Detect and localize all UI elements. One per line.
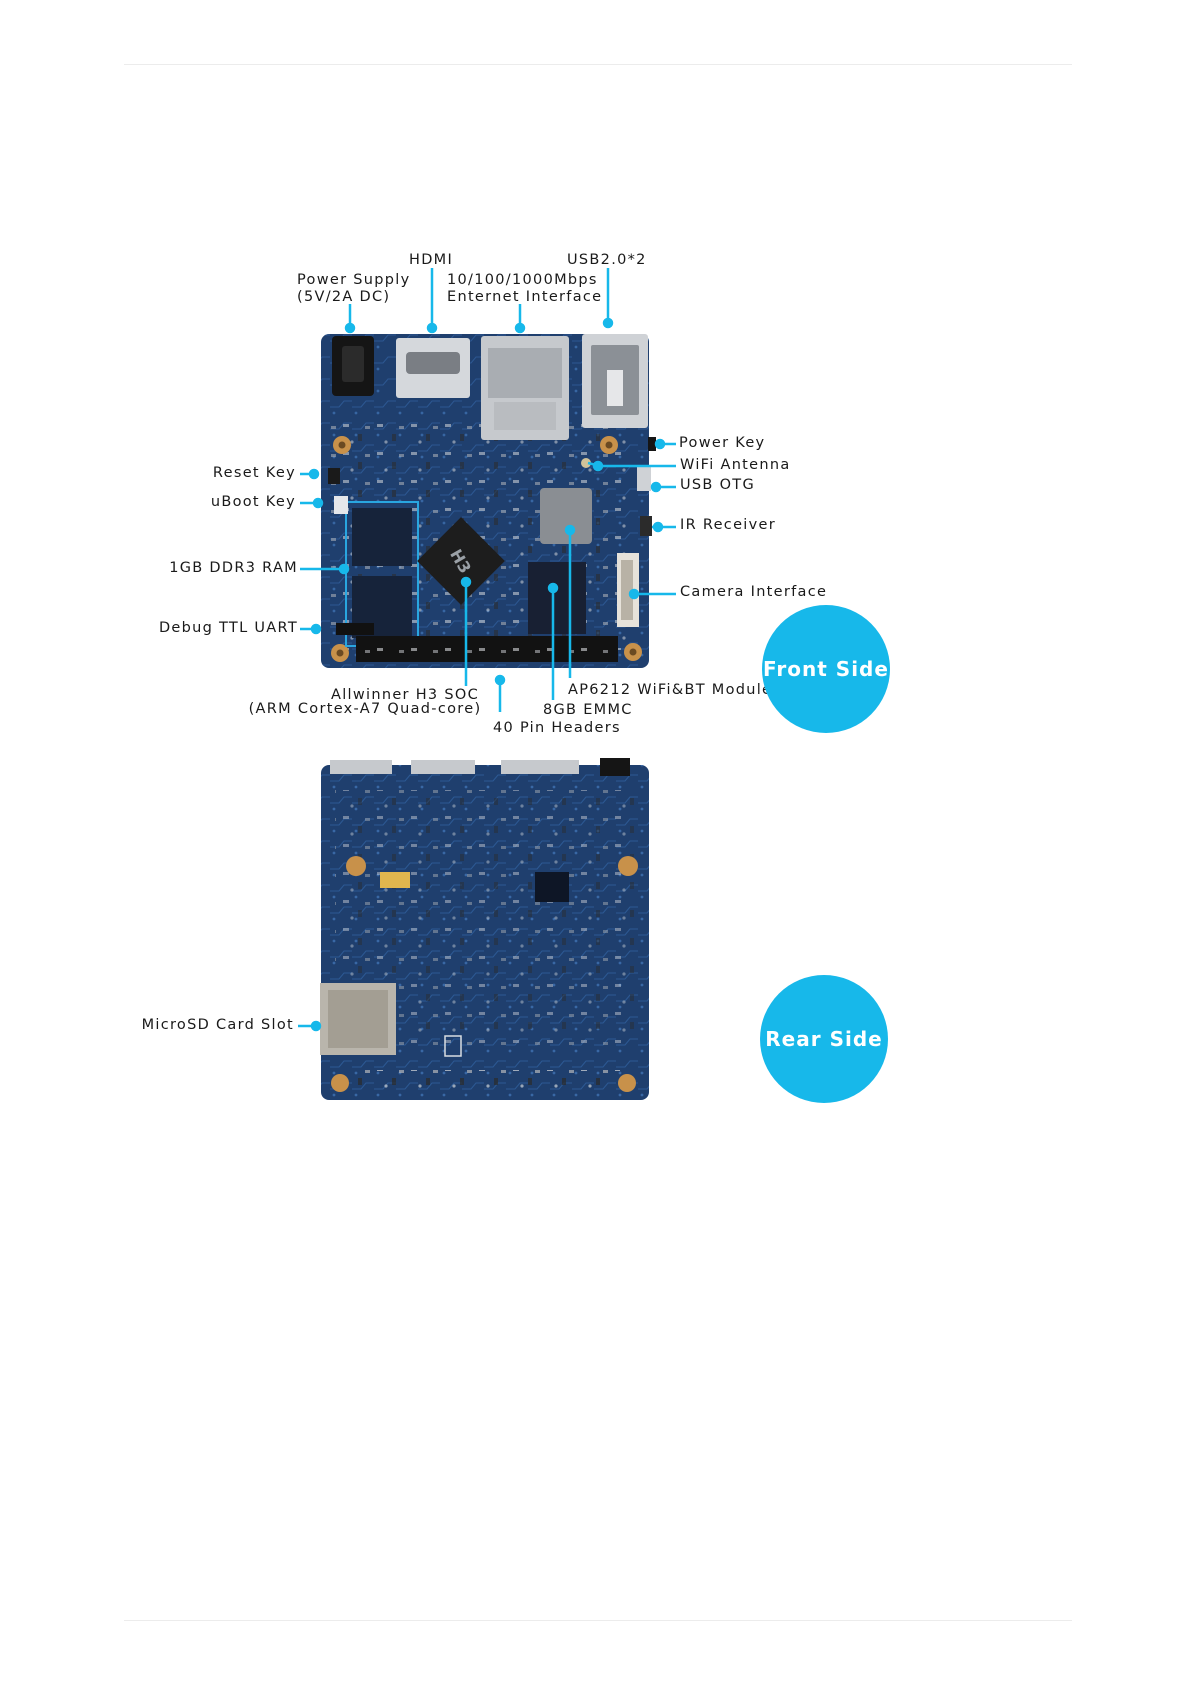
power-jack-socket bbox=[342, 346, 364, 382]
label-reset-key: Reset Key bbox=[212, 465, 296, 481]
label-debug-uart: Debug TTL UART bbox=[158, 620, 298, 636]
rear-capacitor bbox=[380, 872, 410, 888]
top-rule bbox=[124, 64, 1072, 65]
label-ram: 1GB DDR3 RAM bbox=[169, 560, 298, 576]
label-wifi-bt: AP6212 WiFi&BT Module bbox=[568, 682, 773, 698]
leader-lines bbox=[298, 268, 676, 1032]
hdmi-port-opening bbox=[406, 352, 460, 374]
front-board: H3 bbox=[321, 334, 656, 668]
label-microsd: MicroSD Card Slot bbox=[141, 1017, 294, 1033]
uart-header bbox=[336, 623, 374, 635]
wifi-antenna-connector bbox=[581, 458, 591, 468]
power-key-part bbox=[648, 437, 656, 451]
rear-ic bbox=[535, 872, 569, 902]
rear-hole-2 bbox=[618, 856, 638, 876]
rear-hole-3 bbox=[331, 1074, 349, 1092]
mount-hole-tl-inner bbox=[338, 441, 346, 449]
pin-header-pins bbox=[360, 640, 614, 658]
usb-port-tongue bbox=[607, 370, 623, 406]
ethernet-port-face bbox=[488, 348, 562, 398]
label-soc-2: (ARM Cortex-A7 Quad-core) bbox=[248, 701, 482, 717]
usb-otg-part bbox=[637, 467, 651, 491]
front-side-badge: Front Side bbox=[762, 605, 890, 733]
emmc-chip bbox=[528, 562, 586, 634]
mount-hole-br-inner bbox=[629, 648, 637, 656]
label-hdmi: HDMI bbox=[409, 252, 454, 268]
rear-hole-1 bbox=[346, 856, 366, 876]
label-pin-headers: 40 Pin Headers bbox=[493, 720, 621, 736]
camera-connector-slot bbox=[621, 560, 633, 620]
rear-board bbox=[320, 758, 649, 1100]
label-ethernet-1: 10/100/1000Mbps bbox=[447, 272, 598, 288]
label-soc-1: Allwinner H3 SOC bbox=[330, 687, 479, 703]
ram-chip-1 bbox=[352, 508, 412, 566]
rear-pin-row bbox=[358, 1070, 620, 1088]
label-uboot-key: uBoot Key bbox=[210, 494, 296, 510]
wifi-module bbox=[540, 488, 592, 544]
rear-usb-edge bbox=[330, 760, 392, 774]
soc-chip-group: H3 bbox=[417, 517, 505, 605]
label-power-supply-2: (5V/2A DC) bbox=[297, 289, 391, 305]
label-ethernet-2: Enternet Interface bbox=[447, 289, 603, 305]
rear-hdmi-edge bbox=[411, 760, 475, 774]
rear-hole-4 bbox=[618, 1074, 636, 1092]
ethernet-port-detail bbox=[494, 402, 556, 430]
reset-key-part bbox=[328, 468, 340, 484]
label-power-key: Power Key bbox=[679, 435, 766, 451]
ir-receiver-part bbox=[640, 516, 652, 536]
label-power-supply-1: Power Supply bbox=[297, 272, 411, 288]
rear-side-badge: Rear Side bbox=[760, 975, 888, 1103]
label-camera: Camera Interface bbox=[680, 584, 828, 600]
rear-power-edge bbox=[600, 758, 630, 776]
bottom-rule bbox=[124, 1620, 1072, 1621]
mount-hole-bl-inner bbox=[336, 649, 344, 657]
label-ir-receiver: IR Receiver bbox=[680, 517, 776, 533]
rear-ethernet-edge bbox=[501, 760, 579, 774]
mount-hole-tr-inner bbox=[605, 441, 613, 449]
label-usb: USB2.0*2 bbox=[567, 252, 647, 268]
soc-chip bbox=[417, 517, 505, 605]
label-wifi-antenna: WiFi Antenna bbox=[680, 457, 791, 473]
label-usb-otg: USB OTG bbox=[680, 477, 755, 493]
rear-weee-mark bbox=[444, 1035, 462, 1057]
label-emmc: 8GB EMMC bbox=[543, 702, 633, 718]
microsd-slot-card bbox=[328, 990, 388, 1048]
uboot-key-part bbox=[334, 496, 348, 514]
